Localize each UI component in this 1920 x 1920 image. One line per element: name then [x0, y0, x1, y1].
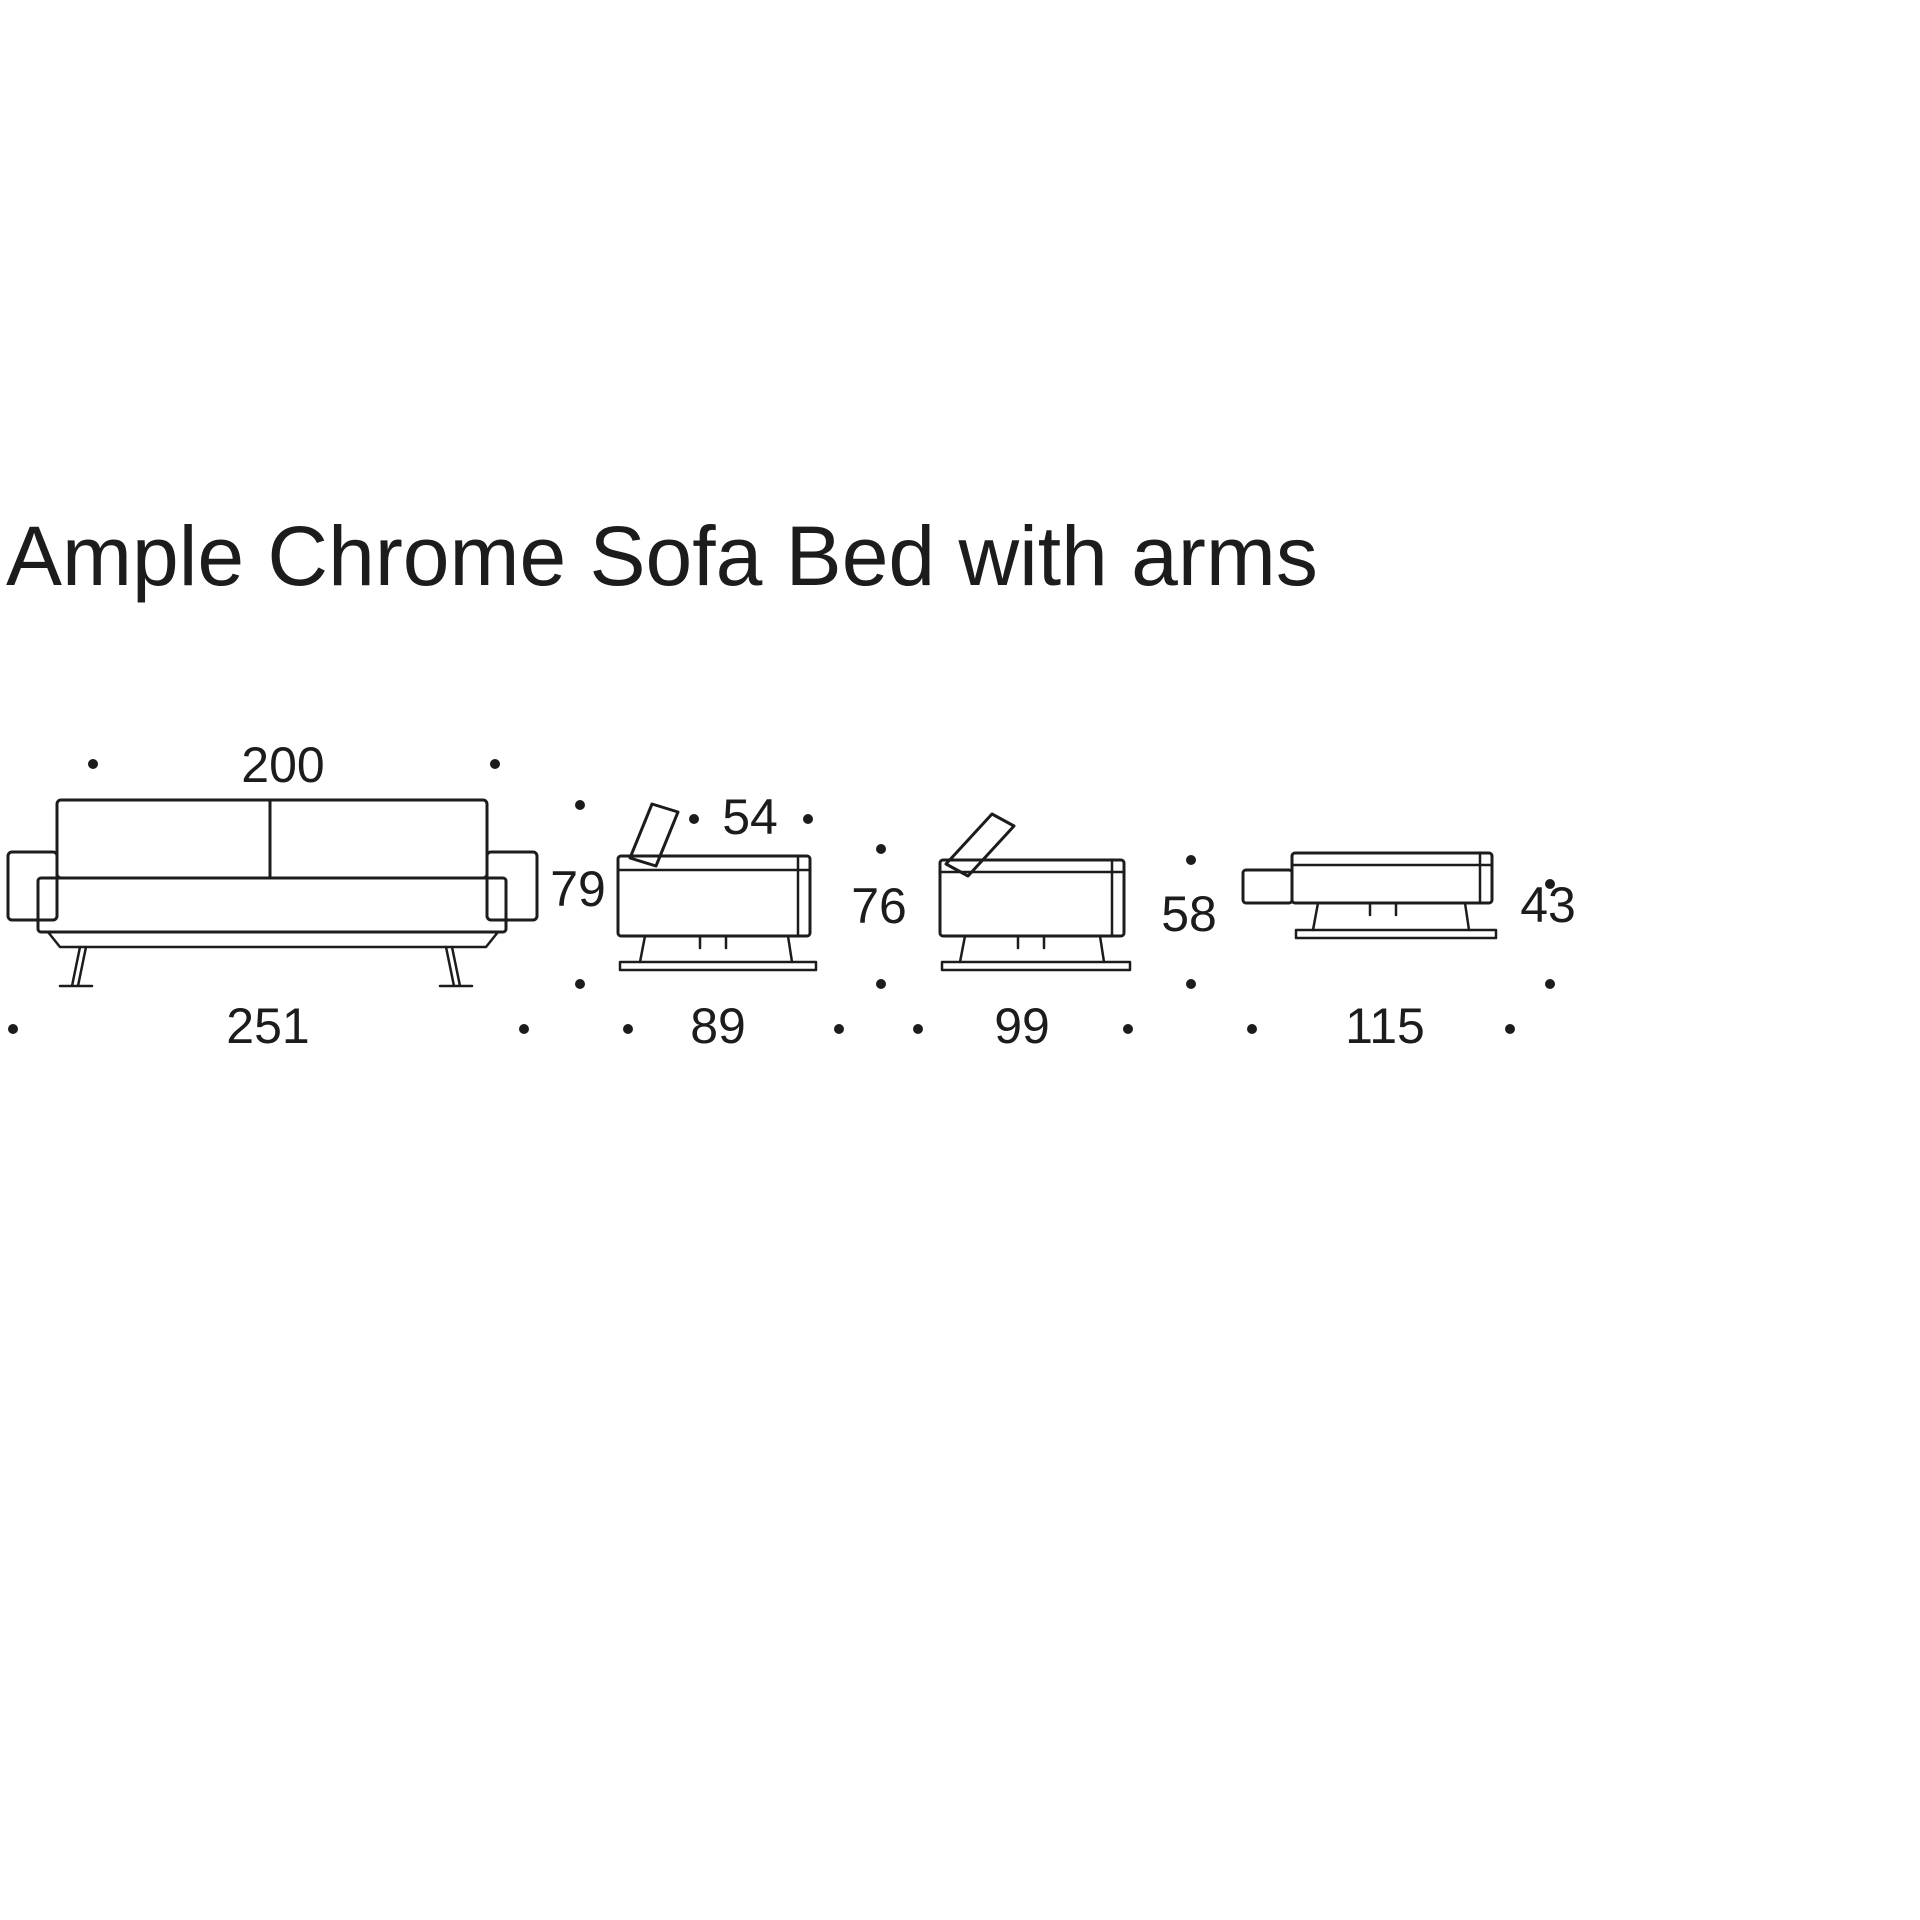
- measure-dot: [913, 1024, 923, 1034]
- front-view-drawing: [6, 798, 539, 988]
- measure-dot: [834, 1024, 844, 1034]
- front-right-arm: [485, 850, 539, 922]
- front-left-leg: [58, 945, 94, 988]
- side-view-upright-drawing: [616, 802, 818, 972]
- front-seat: [36, 876, 508, 934]
- flat-legs: [1311, 901, 1471, 932]
- front-left-arm: [6, 850, 59, 922]
- measure-dot: [88, 759, 98, 769]
- side-view-reclined-drawing: [938, 812, 1132, 972]
- reclined-legs: [958, 934, 1106, 964]
- measure-dot: [490, 759, 500, 769]
- reclined-runner: [940, 960, 1132, 972]
- measure-dot: [876, 844, 886, 854]
- front-base: [46, 930, 500, 949]
- measure-dot: [575, 979, 585, 989]
- measure-dot: [1247, 1024, 1257, 1034]
- measure-dot: [519, 1024, 529, 1034]
- measure-dot: [623, 1024, 633, 1034]
- dim-upright-depth: 89: [690, 998, 746, 1054]
- measure-dot: [1186, 855, 1196, 865]
- measure-dot: [1545, 979, 1555, 989]
- dim-front-total-width: 251: [226, 998, 309, 1054]
- measure-dot: [803, 814, 813, 824]
- flat-left-extension: [1241, 868, 1294, 905]
- measure-dot: [689, 814, 699, 824]
- dim-upright-height: 76: [851, 878, 907, 934]
- upright-body: [616, 854, 812, 938]
- reclined-backrest: [944, 812, 1016, 878]
- upright-legs: [638, 934, 794, 964]
- measure-dot: [575, 800, 585, 810]
- measure-dot: [1545, 879, 1555, 889]
- measure-dot: [8, 1024, 18, 1034]
- flat-runner: [1294, 928, 1498, 940]
- side-view-flat-drawing: [1241, 851, 1498, 940]
- dim-upright-backrest: 54: [722, 789, 778, 845]
- measure-dot: [1186, 979, 1196, 989]
- front-backrest: [55, 798, 489, 880]
- measure-dot: [876, 979, 886, 989]
- upright-backrest: [628, 802, 680, 868]
- page-title: Ample Chrome Sofa Bed with arms: [6, 509, 1318, 603]
- reclined-body: [938, 858, 1126, 938]
- dim-reclined-depth: 99: [994, 998, 1050, 1054]
- flat-mattress: [1290, 851, 1494, 905]
- front-right-leg: [438, 945, 474, 988]
- dim-reclined-height: 58: [1161, 886, 1217, 942]
- upright-runner: [618, 960, 818, 972]
- dim-front-height: 79: [550, 861, 606, 917]
- dim-flat-height: 43: [1520, 877, 1576, 933]
- measure-dot: [1123, 1024, 1133, 1034]
- dim-flat-depth: 115: [1345, 998, 1425, 1054]
- dim-front-top-width: 200: [241, 737, 324, 793]
- measure-dot: [1505, 1024, 1515, 1034]
